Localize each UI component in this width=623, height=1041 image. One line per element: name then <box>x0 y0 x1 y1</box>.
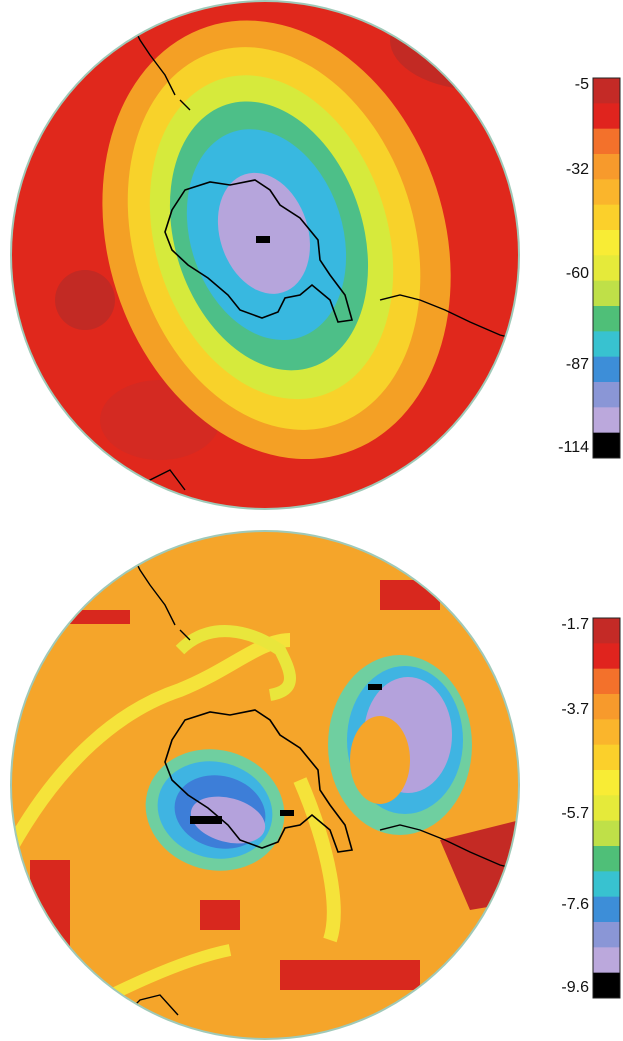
bottom-map-yellow-band <box>293 777 341 943</box>
bottom-colorbar-tick: -5.7 <box>561 805 589 822</box>
bottom-colorbar-tick: -9.6 <box>561 979 589 996</box>
top-map-rings <box>102 20 451 460</box>
top-colorbar-tick: -32 <box>565 161 589 178</box>
colorbar-swatch <box>593 947 620 974</box>
bottom-map-red-patch <box>380 580 440 610</box>
bottom-map-minimum-marker <box>280 810 294 816</box>
bottom-map-yellow-band <box>12 633 291 854</box>
bottom-map-minimum-marker <box>190 816 222 824</box>
colorbar-swatch <box>593 846 620 872</box>
top-colorbar-tick: -114 <box>558 439 589 456</box>
colorbar-swatch <box>593 331 620 358</box>
colorbar-swatch <box>593 306 620 332</box>
bottom-colorbar-tick: -3.7 <box>561 701 589 718</box>
colorbar-swatch <box>593 820 620 847</box>
bottom-map-yellow-band <box>175 625 296 701</box>
bottom-map-coastline-south-america <box>379 824 518 871</box>
bottom-colorbar-tick: -7.6 <box>561 896 589 913</box>
colorbar-swatch <box>593 280 620 307</box>
top-map-coastline-sa-tip <box>419 469 461 491</box>
colorbar-frame <box>592 617 621 999</box>
colorbar-swatch <box>593 78 620 104</box>
bottom-map-vortex2-hole <box>350 716 410 804</box>
top-map-coastline-antarctica <box>164 179 354 323</box>
colorbar-swatch <box>593 154 620 180</box>
top-colorbar-tick: -87 <box>565 356 589 373</box>
bottom-map-coastline-antarctica <box>164 709 354 853</box>
bottom-map-red-patch <box>30 860 70 950</box>
colorbar-swatch <box>593 871 620 898</box>
colorbar-swatch <box>593 255 620 282</box>
colorbar-swatch <box>593 204 620 231</box>
colorbar-swatch <box>593 230 620 256</box>
bottom-map-minimum-marker <box>368 684 382 690</box>
bottom-map-red-patch <box>200 900 240 930</box>
top-map-ring <box>217 172 310 294</box>
colorbar-swatch <box>593 744 620 771</box>
top-colorbar-tick: -5 <box>574 76 589 93</box>
colorbar-swatch <box>593 407 620 434</box>
colorbar-swatch <box>593 618 620 644</box>
bottom-colorbar <box>592 617 621 999</box>
colorbar-swatch <box>593 694 620 720</box>
top-map-figure <box>10 0 621 510</box>
top-colorbar-tick: -60 <box>565 265 589 282</box>
colorbar-swatch <box>593 922 620 948</box>
bottom-map-field <box>12 532 518 1038</box>
colorbar-swatch <box>593 103 620 130</box>
top-map-coastline-south-america <box>379 294 518 341</box>
bottom-panel: -1.7 -3.7 -5.7 -7.6 -9.6 <box>0 520 623 1041</box>
bottom-colorbar-tick: -1.7 <box>561 616 589 633</box>
colorbar-swatch <box>593 668 620 695</box>
colorbar-swatch <box>593 896 620 923</box>
colorbar-swatch <box>593 972 620 999</box>
colorbar-swatch <box>593 770 620 796</box>
top-map-minimum-marker <box>256 236 270 243</box>
bottom-map-figure <box>10 530 621 1040</box>
colorbar-swatch <box>593 356 620 383</box>
top-map-dark-region <box>55 270 115 330</box>
top-panel: -5 -32 -60 -87 -114 <box>0 0 623 520</box>
colorbar-swatch <box>593 382 620 408</box>
colorbar-swatch <box>593 719 620 746</box>
colorbar-frame <box>592 77 621 459</box>
bottom-map-red-patch <box>280 960 420 990</box>
colorbar-swatch <box>593 643 620 670</box>
colorbar-swatch <box>593 128 620 155</box>
top-colorbar <box>592 77 621 459</box>
colorbar-swatch <box>593 432 620 459</box>
colorbar-swatch <box>593 179 620 206</box>
colorbar-swatch <box>593 795 620 822</box>
